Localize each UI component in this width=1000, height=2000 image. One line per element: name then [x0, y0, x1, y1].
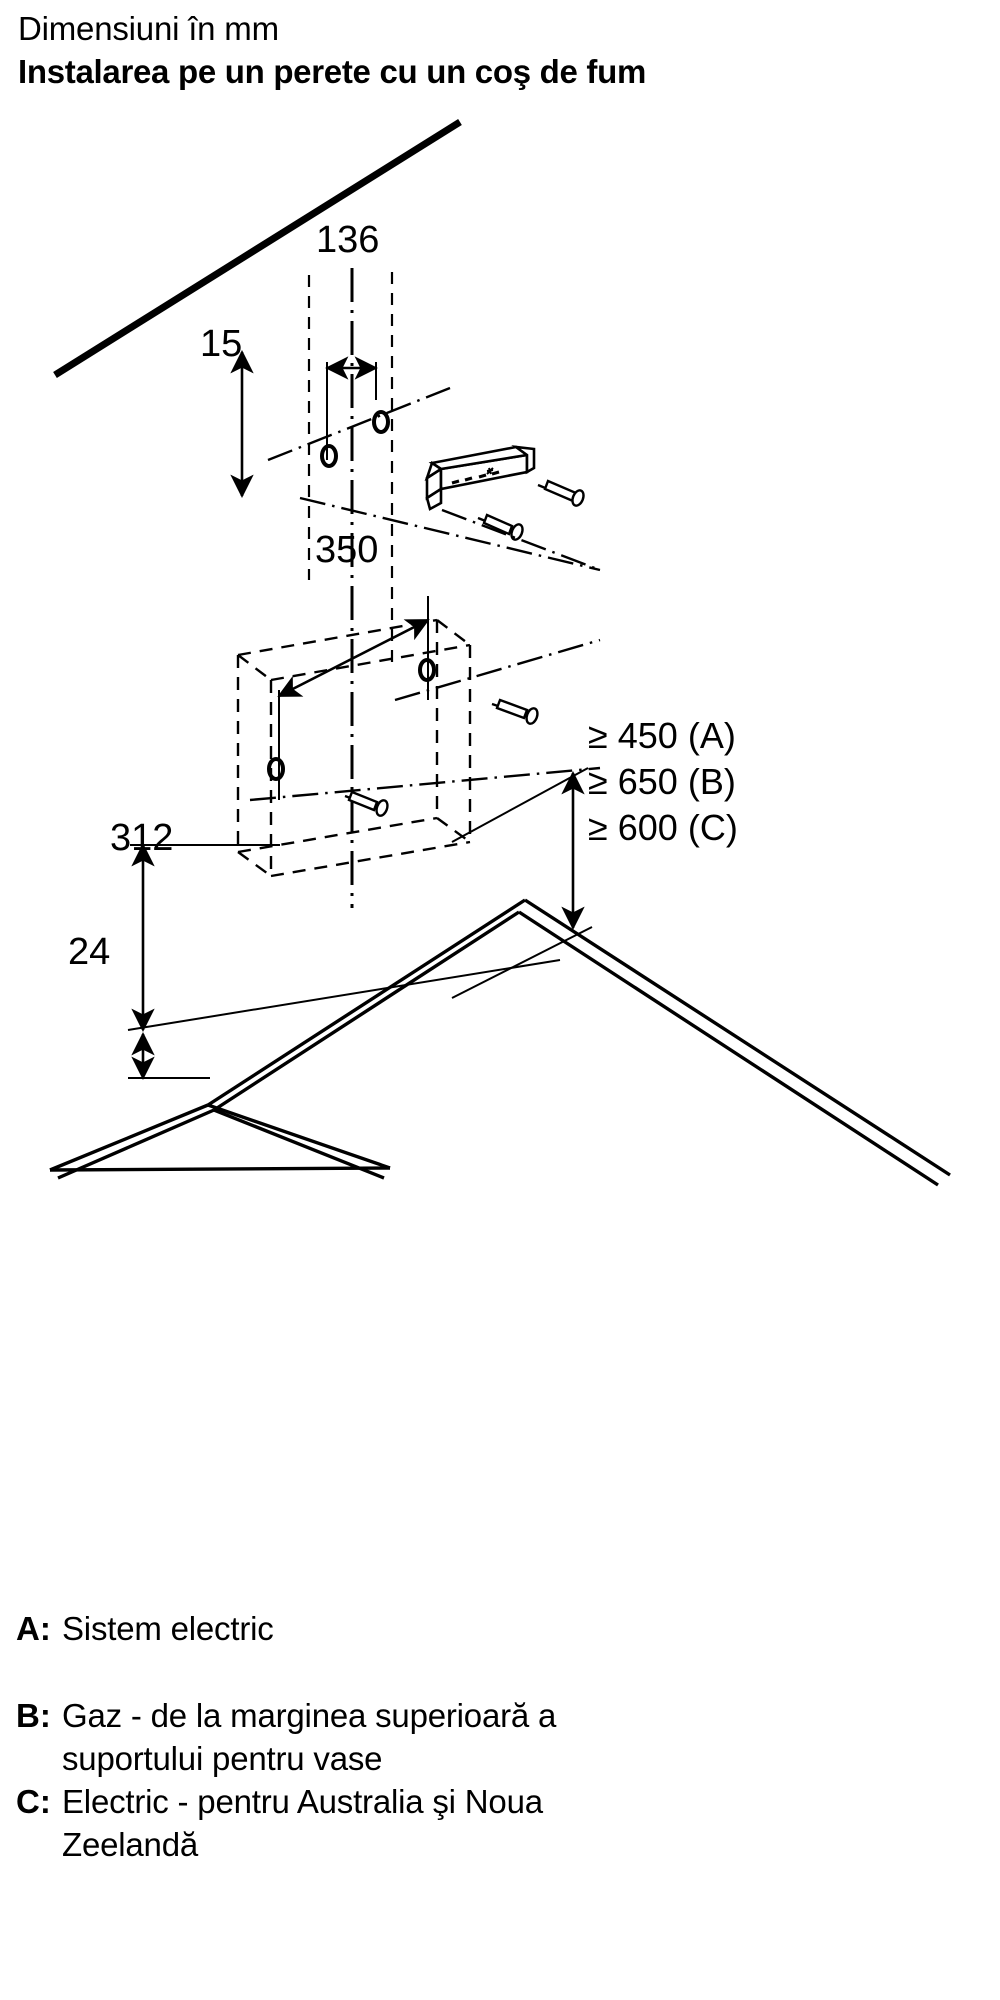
screw-axis-upper-2	[441, 508, 601, 572]
legend: A: Sistem electric B: Gaz - de la margin…	[16, 1607, 956, 1866]
legend-c-line2: Zeelandă	[62, 1826, 199, 1863]
legend-key-b: B:	[16, 1697, 51, 1734]
wall-hole-right	[372, 410, 390, 434]
legend-item-c: C: Electric - pentru Australia şi Noua Z…	[16, 1780, 956, 1866]
hole-axis-lower-2	[249, 766, 601, 802]
wall-mounting-bracket	[424, 445, 536, 511]
mounting-screw-lower-2	[344, 790, 389, 817]
diagram-svg: 136 15 350 312 24 ≥ 450 (A) ≥ 650 (B) ≥ …	[49, 119, 951, 1187]
legend-b-line2: suportului pentru vase	[62, 1740, 383, 1777]
clearance-top-ref	[451, 767, 589, 843]
clearance-bottom-ref	[451, 926, 593, 999]
wall-hole-left	[320, 444, 338, 468]
wall-edge-line	[53, 119, 462, 378]
hob-cooktop-outline	[49, 898, 951, 1187]
legend-key-a: A:	[16, 1610, 51, 1647]
dim-350-line	[277, 618, 430, 698]
legend-c-line1: Electric - pentru Australia şi Noua	[62, 1783, 543, 1820]
bracket-star-mark	[486, 467, 494, 475]
clearance-a-label: ≥ 450 (A)	[588, 715, 736, 756]
legend-text-c: Electric - pentru Australia şi Noua Zeel…	[62, 1780, 956, 1866]
dim-15-label: 15	[200, 323, 242, 365]
installation-diagram: 136 15 350 312 24 ≥ 450 (A) ≥ 650 (B) ≥ …	[0, 100, 1000, 1240]
legend-b-line1: Gaz - de la marginea superioară a	[62, 1697, 557, 1734]
dim-24-label: 24	[68, 931, 110, 973]
page-header: Dimensiuni în mm Instalarea pe un perete…	[18, 8, 978, 94]
legend-item-b: B: Gaz - de la marginea superioară a sup…	[16, 1694, 956, 1780]
hole-axis-upper-1	[267, 386, 451, 462]
dim-350-label: 350	[315, 529, 378, 571]
hole-axis-lower-1	[394, 638, 601, 702]
legend-a-line1: Sistem electric	[62, 1610, 274, 1647]
mounting-screw-lower-1	[491, 698, 539, 725]
legend-item-a: A: Sistem electric	[16, 1607, 956, 1650]
mounting-screw-upper-1	[537, 479, 585, 507]
hole-axis-upper-2	[299, 496, 601, 572]
units-subtitle: Dimensiuni în mm	[18, 10, 279, 47]
legend-key-c: C:	[16, 1783, 51, 1820]
hood-hole-right	[418, 658, 436, 682]
page-title: Instalarea pe un perete cu un coş de fum	[18, 53, 647, 90]
mounting-screw-upper-2	[477, 513, 524, 541]
hood-hole-left	[267, 757, 285, 781]
dim-312-label: 312	[110, 817, 173, 859]
clearance-c-label: ≥ 600 (C)	[588, 807, 738, 848]
legend-text-a: Sistem electric	[62, 1607, 956, 1650]
dim-136-label: 136	[316, 219, 379, 261]
bracket-slot-marks	[451, 470, 500, 485]
legend-text-b: Gaz - de la marginea superioară a suport…	[62, 1694, 956, 1780]
clearance-b-label: ≥ 650 (B)	[588, 761, 736, 802]
dim-312-ext-bottom	[127, 959, 561, 1031]
